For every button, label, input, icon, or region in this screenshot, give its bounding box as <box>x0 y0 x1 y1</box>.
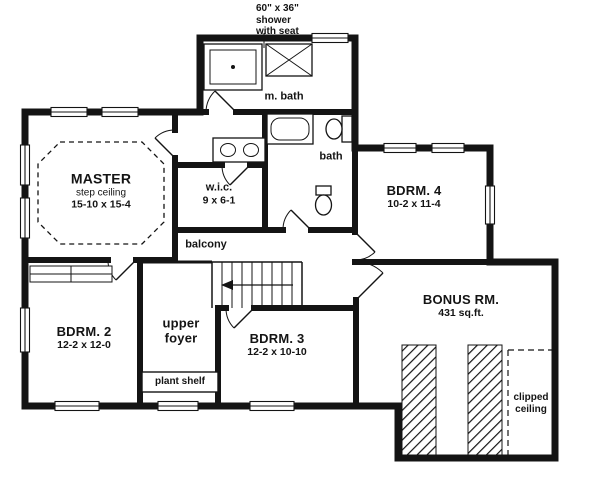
toilet-bath-upper <box>325 115 353 143</box>
toilet-bath-lower <box>314 185 333 216</box>
master-shower <box>203 43 263 91</box>
callout-line: shower <box>256 14 292 26</box>
room-name: BDRM. 3 <box>249 331 305 347</box>
bonus-room-label: BONUS RM. 431 sq.ft. <box>423 292 499 320</box>
room-name: BDRM. 2 <box>56 324 112 340</box>
bedroom4-label: BDRM. 4 10-2 x 11-4 <box>387 183 442 211</box>
shower-with-seat <box>265 43 313 77</box>
room-dims: 12-2 x 12-0 <box>57 339 111 352</box>
room-name: BONUS RM. <box>422 292 500 308</box>
callout-line: with seat <box>256 26 299 37</box>
bonus-room-door <box>355 261 384 301</box>
master-bath-door <box>205 90 237 113</box>
room-dims: 9 x 6-1 <box>202 194 236 207</box>
step-ceiling-outline <box>37 141 165 245</box>
bedroom4-door <box>354 231 376 261</box>
bath-door <box>282 209 312 231</box>
closet-bifold <box>29 265 113 283</box>
hatched-areas <box>401 344 503 456</box>
upper-foyer-label: upper foyer <box>162 315 200 346</box>
plant-shelf-outline <box>141 371 219 393</box>
master-label: MASTER step ceiling 15-10 x 15-4 <box>71 171 131 212</box>
windows <box>19 32 496 412</box>
callout-line: 60" x 36" <box>256 3 299 14</box>
clipped-ceiling-label: clipped ceiling <box>513 392 549 415</box>
room-note: step ceiling <box>75 187 127 199</box>
room-name: w.i.c. <box>205 181 233 194</box>
bath-fixtures <box>203 43 353 216</box>
master-bath-label: m. bath <box>264 90 304 103</box>
wic-label: w.i.c. 9 x 6-1 <box>203 181 236 206</box>
room-name: MASTER <box>70 170 132 187</box>
bedroom3-door <box>225 307 255 329</box>
double-vanity <box>212 137 266 163</box>
wic-door <box>221 164 251 186</box>
bedroom2-label: BDRM. 2 12-2 x 12-0 <box>57 324 112 352</box>
stair-direction-arrow <box>221 280 293 290</box>
shower-callout: 60" x 36" shower with seat <box>256 3 299 38</box>
room-dims: 12-2 x 10-10 <box>247 346 307 359</box>
room-dims: 431 sq.ft. <box>438 307 484 320</box>
stairs <box>211 261 303 308</box>
master-door <box>154 129 176 159</box>
clipped-ceiling-line <box>507 349 552 455</box>
room-dims: 10-2 x 11-4 <box>387 198 441 211</box>
room-name: BDRM. 4 <box>386 183 442 199</box>
room-dims: 15-10 x 15-4 <box>71 198 131 211</box>
plant-shelf-label: plant shelf <box>154 376 206 388</box>
balcony-label: balcony <box>185 238 227 251</box>
tub <box>266 113 314 145</box>
bedroom3-label: BDRM. 3 12-2 x 10-10 <box>247 331 307 359</box>
bath-label: bath <box>319 150 343 163</box>
